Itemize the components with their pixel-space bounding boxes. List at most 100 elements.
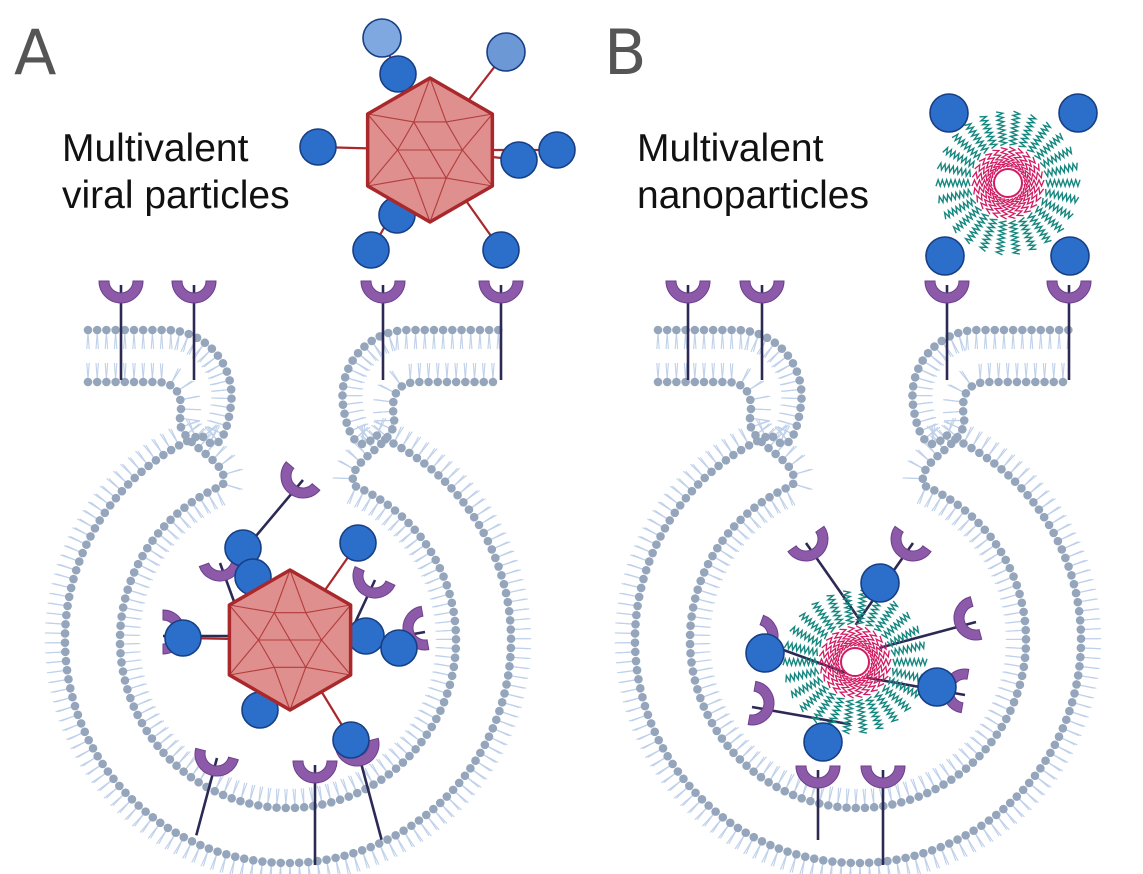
lipid-tail (375, 410, 391, 414)
lipid-tail (133, 332, 136, 350)
lipid-head (918, 356, 927, 365)
lipid-head (447, 483, 456, 493)
lipid-tail (130, 683, 147, 689)
lipid-head (864, 858, 874, 868)
micelle-tail-strand (942, 145, 975, 169)
lipid-head (1019, 662, 1029, 672)
lipid-tail (326, 862, 331, 874)
capsid-body (227, 568, 353, 712)
micelle-tail-strand (943, 196, 977, 220)
lipid-tail (1011, 804, 1025, 818)
lipid-tail (433, 332, 436, 350)
lipid-head (1054, 732, 1064, 741)
lipid-head (685, 781, 694, 791)
lipid-head (1018, 785, 1028, 795)
lipid-tail (1058, 332, 1061, 350)
lipid-head (718, 536, 727, 545)
lipid-tail (985, 553, 999, 563)
lipid-head (157, 325, 166, 335)
lipid-tail (769, 350, 781, 363)
lipid-tail (923, 855, 931, 872)
lipid-head (1067, 571, 1076, 580)
lipid-heads (630, 325, 1086, 868)
lipid-head (180, 503, 189, 513)
lipid-tail (95, 493, 109, 504)
lipid-tail (1007, 620, 1023, 624)
lipid-tail (502, 711, 519, 718)
lipid-head (725, 818, 735, 828)
lipid-head (416, 532, 425, 542)
lipid-tail (267, 787, 272, 804)
lipid-tail (99, 780, 112, 792)
lipid-head (912, 418, 921, 427)
lipid-tail (917, 409, 935, 414)
lipid-head (1017, 598, 1027, 608)
lipid-tail (133, 581, 150, 589)
lipid-tail (1035, 490, 1050, 501)
lipid-head (919, 848, 928, 858)
capsid-facet-edge (461, 149, 493, 187)
lipid-tail (1083, 618, 1101, 621)
micelle-tail-strand (1044, 187, 1080, 205)
lipid-tail (904, 781, 910, 798)
micelle-core-strand (846, 677, 858, 699)
lipid-tail (736, 835, 745, 850)
lipid-head (712, 726, 722, 736)
lipid-head (736, 325, 746, 335)
micelle-tail-strand (854, 589, 869, 625)
lipid-tail (1068, 720, 1086, 728)
lipid-head (213, 351, 223, 360)
lipid-head (126, 576, 136, 586)
lipid-head (744, 441, 754, 450)
lipid-tail (905, 477, 920, 480)
lipid-head (770, 338, 780, 348)
lipid-head (936, 842, 946, 852)
lipid-head (348, 474, 358, 483)
lipid-head (383, 432, 392, 442)
micelle-core-strand (826, 670, 846, 689)
lipid-tail (741, 368, 752, 383)
lipid-tail (349, 416, 367, 423)
micelle-tail-strand (888, 676, 921, 700)
lipid-tail (728, 830, 737, 845)
micelle-tail-strand (825, 697, 846, 731)
lipid-head (994, 377, 1003, 387)
lipid-tail (510, 598, 528, 603)
lipid-tail (415, 553, 429, 563)
lipid-head (1070, 689, 1079, 698)
lipid-head (736, 445, 746, 455)
lipid-head (222, 850, 231, 859)
lipid-tail (391, 370, 401, 385)
lipid-head (92, 377, 102, 387)
lipid-tail (990, 709, 1004, 718)
ligand-sphere (380, 629, 418, 667)
lipid-tail (1078, 588, 1096, 594)
lipid-tail (1051, 514, 1067, 524)
lipid-head (105, 501, 115, 510)
lipid-head (352, 788, 362, 798)
lipid-head (915, 427, 925, 436)
lipid-head (953, 500, 963, 510)
lipid-tail (926, 426, 941, 438)
lipid-head (788, 479, 798, 489)
lipid-head (439, 572, 448, 581)
lipid-tail (626, 573, 641, 579)
lipid-head (451, 625, 461, 635)
lipid-tail (694, 616, 712, 620)
lipid-head (165, 755, 175, 764)
lipid-tail (754, 843, 762, 859)
micelle-tail-strand (1026, 121, 1053, 154)
lipid-tail (997, 816, 1010, 831)
lipid-head (451, 635, 461, 644)
lipid-tail (828, 786, 834, 803)
lipid-tail (436, 663, 451, 667)
lipid-head (204, 844, 214, 853)
lipid-head (933, 451, 942, 461)
lipid-head (1075, 661, 1084, 671)
micelle-core-strand (1005, 146, 1017, 168)
lipid-tail (49, 602, 65, 607)
lipid-tail (947, 506, 957, 521)
lipid-tail (1007, 629, 1023, 632)
lipid-head (693, 685, 702, 694)
receptors-a (98, 280, 524, 784)
